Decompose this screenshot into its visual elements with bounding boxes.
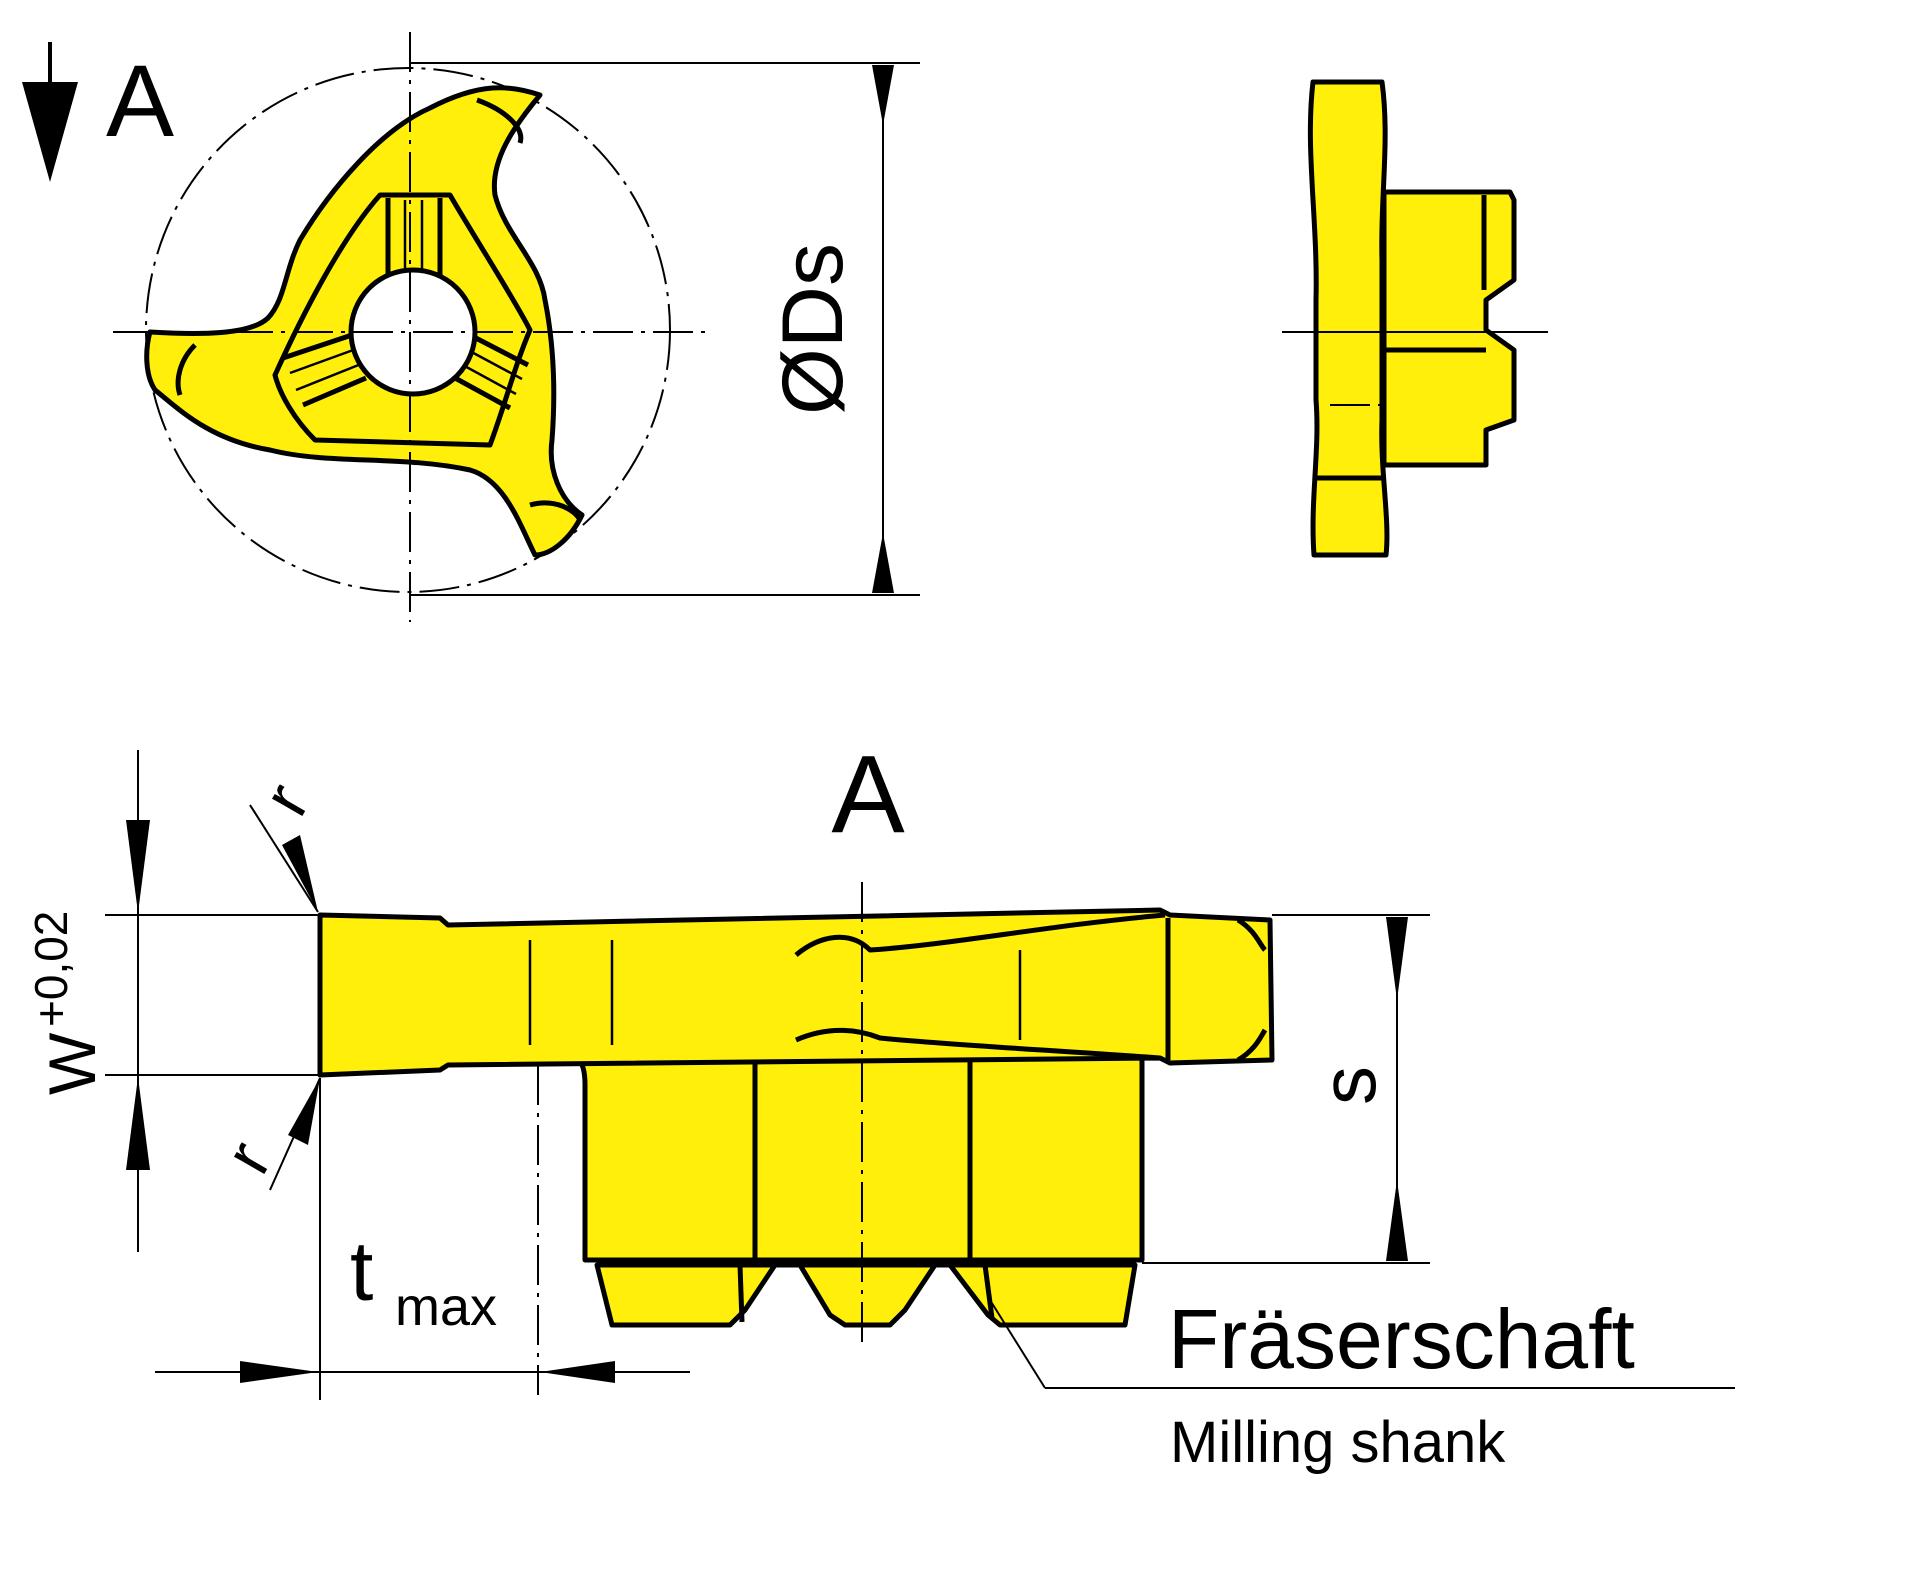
dim-arrow-icon (1386, 1180, 1408, 1261)
dim-arrow-icon (872, 65, 894, 125)
dim-arrow-icon (240, 1361, 318, 1383)
radius-arrow-icon (288, 1078, 320, 1145)
shank-label-german: Fräserschaft (1168, 1292, 1635, 1386)
plate-curve-bottom (794, 1027, 1161, 1061)
plate-chamfer (1236, 917, 1267, 952)
tmax-subscript: max (395, 1277, 497, 1337)
diameter-dimension: ØDs (410, 62, 920, 596)
dim-arrow-icon (1386, 917, 1408, 1000)
front-view (113, 32, 705, 622)
shank-edge (982, 1264, 995, 1319)
view-a-title: A (831, 733, 905, 856)
shank-label-english: Milling shank (1170, 1410, 1506, 1475)
shank-height-label: s (1304, 1066, 1392, 1105)
side-view-disc (1307, 79, 1390, 558)
dim-arrow-icon (126, 1077, 150, 1170)
dim-arrow-icon (126, 820, 150, 913)
slot-right (453, 332, 530, 411)
slot-top (385, 198, 443, 275)
radius-bottom-label: r (210, 1129, 285, 1185)
shank-edge (737, 1264, 745, 1323)
shank-teeth (594, 1262, 1138, 1328)
side-view (1282, 79, 1548, 558)
tmax-label: t (350, 1224, 373, 1318)
plate-chamfer (1236, 1028, 1268, 1063)
side-view-hub (1381, 189, 1517, 468)
insert-plate (317, 907, 1275, 1078)
tooth-edge-bottom (529, 500, 583, 522)
tooth-edge-left (175, 343, 197, 396)
width-tolerance-label: +0,02 (25, 911, 77, 1027)
view-marker: A (22, 42, 174, 182)
slot-left (282, 332, 367, 408)
envelope-circle (145, 67, 671, 593)
view-arrow-icon (22, 82, 78, 182)
diameter-label: ØDs (765, 243, 861, 415)
inner-triangle (272, 192, 533, 448)
tmax-dimension: t max (155, 1078, 690, 1400)
shank-height-dimension: s (1142, 914, 1430, 1264)
shank-block (572, 1055, 1145, 1263)
plate-curve-top (794, 912, 1166, 957)
width-label: W (35, 1032, 109, 1095)
view-marker-letter: A (106, 44, 174, 158)
radius-arrow-icon (282, 835, 318, 912)
view-a (317, 882, 1275, 1395)
dim-arrow-icon (540, 1361, 615, 1383)
shank-callout: Fräserschaft Milling shank (989, 1292, 1735, 1475)
tooth-edge-top (476, 97, 524, 144)
dim-arrow-icon (872, 533, 894, 593)
radius-callouts: r r (210, 771, 323, 1191)
width-dimension: W +0,02 (25, 750, 320, 1252)
